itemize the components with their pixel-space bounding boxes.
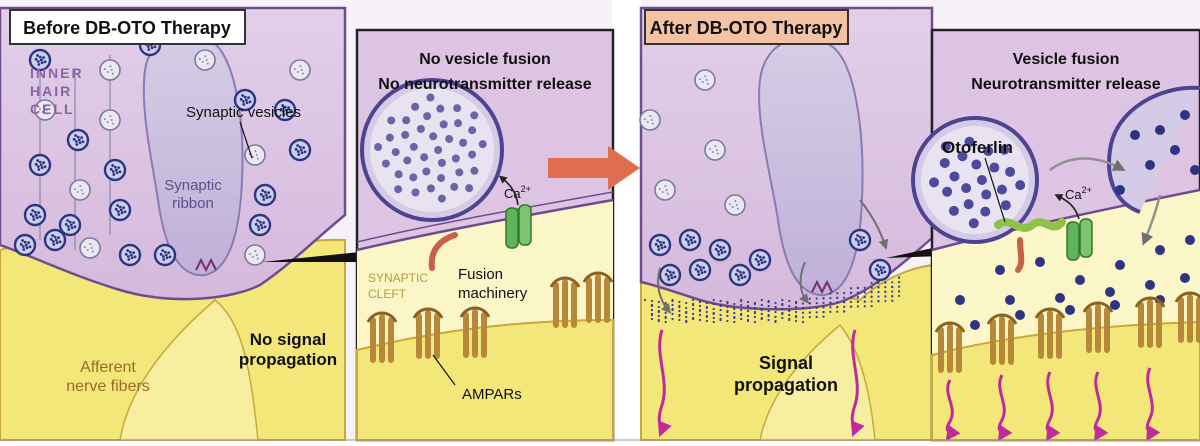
vesicle (194, 49, 216, 71)
calcium-label-before: Ca2+ (504, 184, 531, 201)
before-inset-heading-2: No neurotransmitter release (378, 76, 592, 93)
ampar (990, 316, 1014, 365)
vesicle (244, 144, 266, 166)
fusion-machinery (428, 232, 458, 271)
after-signal-arrows (657, 329, 865, 437)
synaptic-vesicles-label: Synaptic vesicles (186, 104, 301, 121)
vesicle (289, 59, 311, 81)
ampar (586, 274, 610, 323)
vesicle (639, 109, 661, 131)
vesicle (34, 99, 56, 121)
vesicle (654, 179, 676, 201)
synaptic-cleft-label-2: CLEFT (368, 287, 407, 301)
vesicle (69, 179, 91, 201)
calcium-channel-after (1066, 218, 1093, 261)
signal-arrow (1145, 367, 1161, 442)
transition-arrow (548, 146, 640, 190)
otoferlin (994, 218, 1066, 232)
ampar (1086, 304, 1110, 353)
after-inset-heading-1: Vesicle fusion (1013, 51, 1120, 68)
vesicle (694, 69, 716, 91)
after-ampars (934, 291, 1200, 373)
before-title: Before DB-OTO Therapy (23, 18, 231, 38)
synaptic-cleft-label-1: SYNAPTIC (368, 271, 428, 285)
after-inset-vesicle-right (1107, 85, 1200, 214)
ampar (416, 310, 440, 359)
after-inset-heading-2: Neurotransmitter release (971, 76, 1161, 93)
after-neurotransmitter-release (643, 276, 901, 324)
ampar (1178, 294, 1200, 343)
no-signal-label-2: propagation (239, 350, 337, 369)
ampar (553, 279, 577, 328)
signal-arrow (945, 379, 961, 442)
synaptic-ribbon-label-2: ribbon (172, 195, 214, 212)
ampar (463, 309, 487, 358)
after-synaptic-vesicles (639, 69, 892, 287)
no-signal-label-1: No signal (250, 330, 327, 349)
vesicle (244, 244, 266, 266)
ampar (1038, 310, 1062, 359)
signal-arrow (1093, 371, 1109, 442)
inner-hair-cell-label-1: INNER (30, 65, 84, 81)
before-synaptic-vesicles (13, 33, 312, 267)
signal-arrow (657, 329, 672, 437)
ampar (938, 324, 962, 373)
signal-label-2: propagation (734, 375, 838, 395)
vesicle (724, 194, 746, 216)
inner-hair-cell-label-2: HAIR (30, 83, 72, 99)
signal-arrow (997, 374, 1013, 442)
fusion-machinery-label-2: machinery (458, 285, 528, 302)
synaptic-ribbon-label-1: Synaptic (164, 177, 222, 194)
calcium-label-after: Ca2+ (1065, 185, 1092, 202)
calcium-channel-before (505, 204, 532, 249)
signal-arrow (1045, 371, 1061, 442)
otoferlin-label: Otoferlin (942, 138, 1013, 157)
afferent-label-2: nerve fibers (66, 378, 150, 395)
before-inset-vesicle-dots (374, 93, 487, 203)
afferent-label-1: Afferent (80, 359, 136, 376)
vesicle (704, 139, 726, 161)
before-inset: Ca2+ No vesicle fusion No neurotransmitt… (355, 28, 615, 442)
before-ampars (366, 271, 614, 363)
vesicle (99, 59, 121, 81)
vesicle (79, 237, 101, 259)
ampars-label: AMPARs (462, 386, 522, 403)
before-inset-heading-1: No vesicle fusion (419, 51, 551, 68)
vesicle (99, 109, 121, 131)
signal-label-1: Signal (759, 353, 813, 373)
after-inset: Ca2+ Vesicle fusion Neurotransmitter rel… (911, 28, 1200, 442)
signal-arrow (850, 329, 865, 437)
after-inset-dots (929, 110, 1200, 330)
after-inset-signal-arrows (945, 367, 1161, 442)
after-title: After DB-OTO Therapy (650, 18, 843, 38)
fusion-machinery-label-1: Fusion (458, 266, 503, 283)
ampar (1138, 299, 1162, 348)
ampar (370, 314, 394, 363)
inner-hair-cell-label-3: CELL (30, 101, 75, 117)
